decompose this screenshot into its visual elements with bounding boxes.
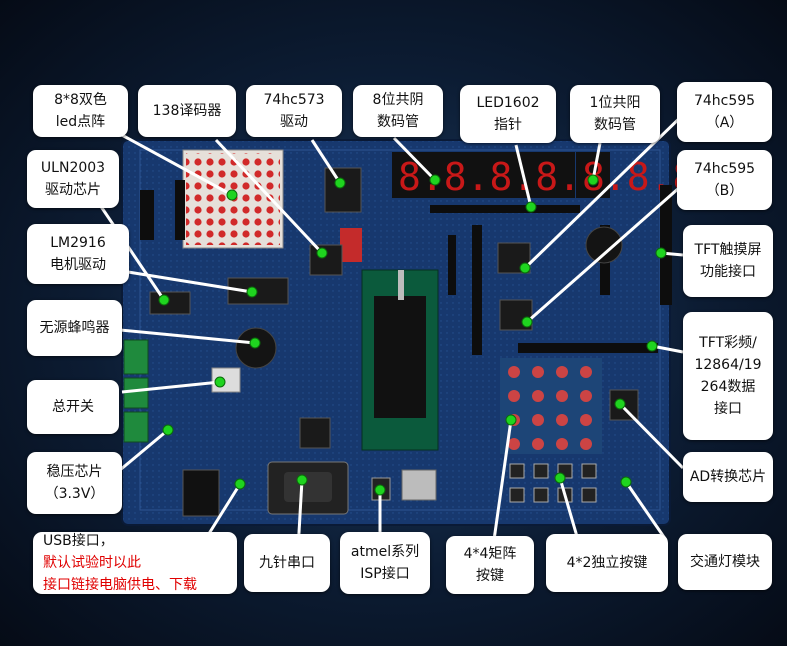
label-usb: USB接口，默认试验时以此 接口链接电脑供电、下载: [33, 532, 237, 594]
label-hc595-a: 74hc595 （A）: [677, 82, 772, 142]
label-isp: atmel系列 ISP接口: [340, 532, 430, 594]
label-uln2003: ULN2003 驱动芯片: [27, 150, 119, 208]
point-markers: [158, 174, 667, 496]
label-decoder-138: 138译码器: [138, 85, 236, 137]
label-buzzer: 无源蜂鸣器: [27, 300, 122, 356]
label-power-switch: 总开关: [27, 380, 119, 434]
label-tft-color: TFT彩频/ 12864/19 264数据 接口: [683, 312, 773, 440]
label-regulator: 稳压芯片 （3.3V）: [27, 452, 122, 514]
label-indep-keys: 4*2独立按键: [546, 534, 668, 592]
button-matrix: [500, 358, 602, 454]
terminal-blocks: [123, 339, 149, 443]
label-led-matrix: 8*8双色 led点阵: [33, 85, 128, 137]
label-traffic: 交通灯模块: [678, 534, 772, 590]
label-serial: 九针串口: [244, 534, 330, 592]
red-header: [340, 228, 362, 262]
label-hc573: 74hc573 驱动: [246, 85, 342, 137]
ic-chips: [149, 167, 639, 449]
label-matrix-keys: 4*4矩阵 按键: [446, 536, 534, 594]
label-lm2916: LM2916 电机驱动: [27, 224, 129, 284]
label-ad-chip: AD转换芯片: [683, 452, 773, 502]
button-independent: [509, 463, 597, 503]
label-hc595-b: 74hc595 （B）: [677, 150, 772, 210]
label-1digit-display: 1位共阳 数码管: [570, 85, 660, 143]
label-lcd1602: LED1602 指针: [460, 85, 556, 143]
label-tft-touch: TFT触摸屏 功能接口: [683, 225, 773, 297]
mcu-socket: [361, 269, 439, 451]
label-8digit-display: 8位共阴 数码管: [353, 85, 443, 137]
usb-port: [182, 469, 220, 517]
